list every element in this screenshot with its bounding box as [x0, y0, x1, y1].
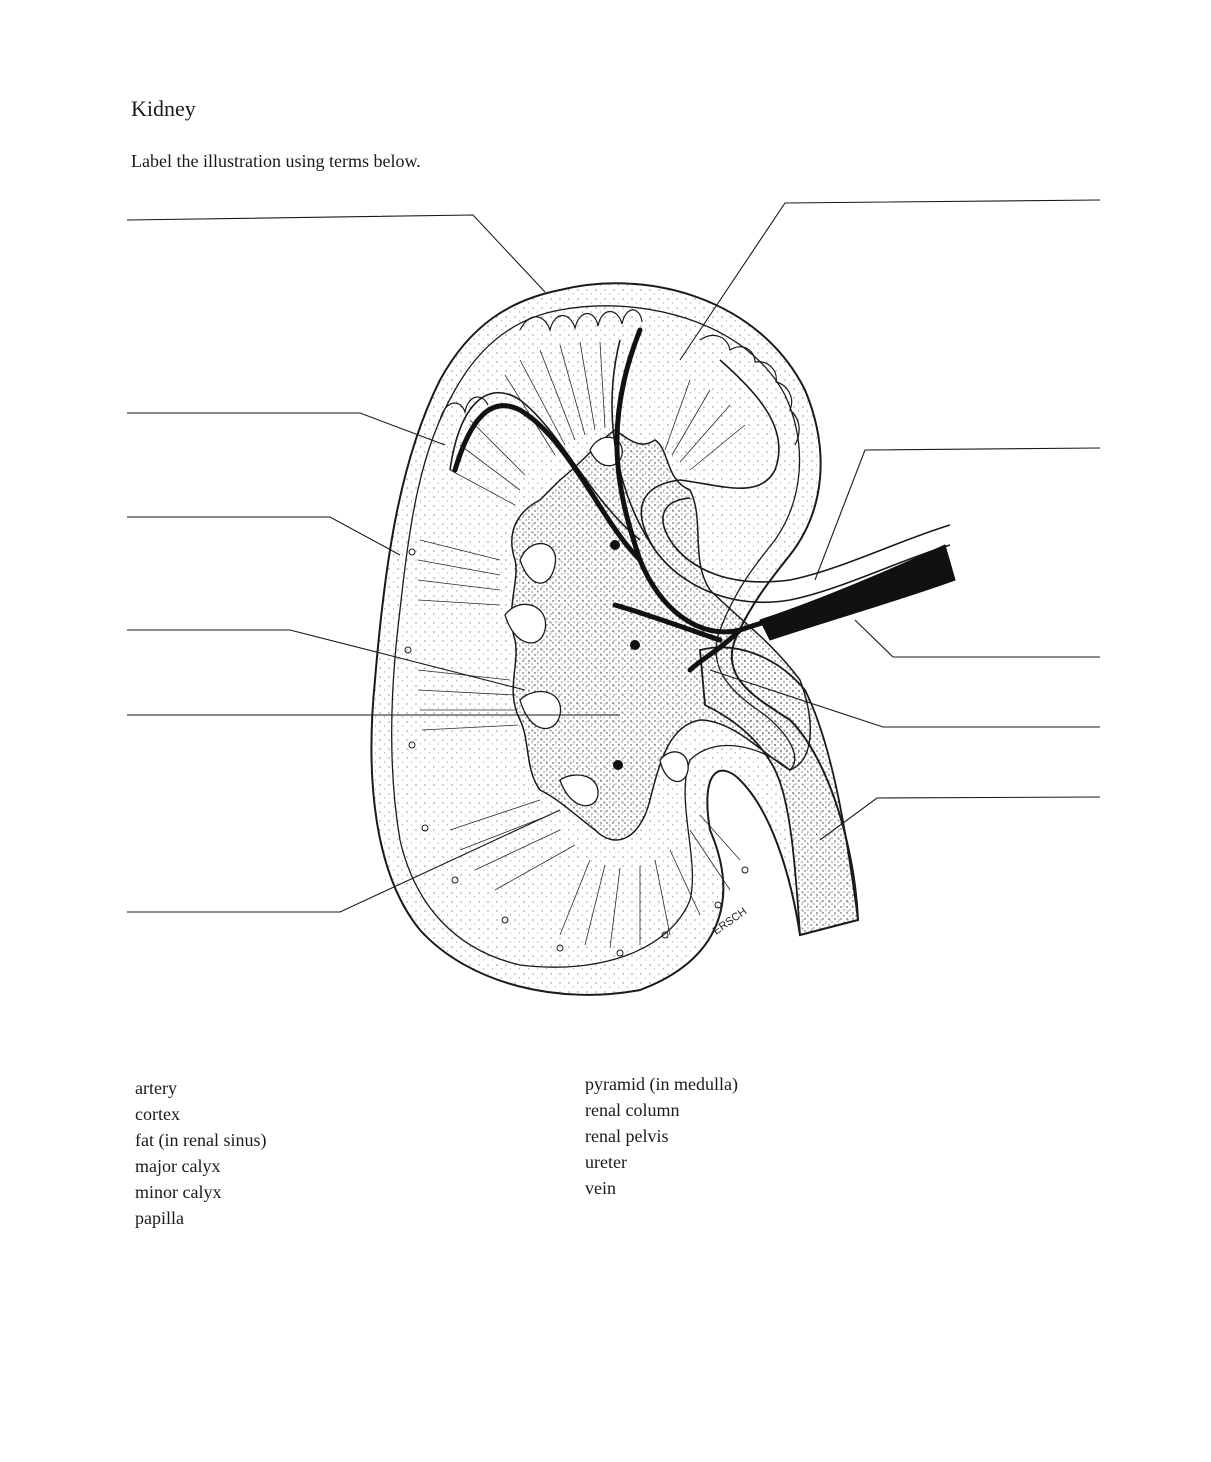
- renal-pelvis-ureter: [699, 646, 859, 937]
- term-item: major calyx: [135, 1156, 221, 1176]
- term-item: ureter: [585, 1152, 627, 1172]
- leader-line-left-6: [127, 809, 561, 913]
- term-item: renal pelvis: [585, 1126, 669, 1146]
- leader-line-left-1: [126, 214, 546, 293]
- leader-line-right-3: [854, 619, 1100, 658]
- term-item: cortex: [135, 1104, 180, 1124]
- term-item: papilla: [135, 1208, 184, 1228]
- arcuate-arches: [439, 309, 800, 446]
- term-list-right: pyramid (in medulla) renal column renal …: [585, 1071, 738, 1201]
- renal-vein-trunk: [759, 544, 956, 641]
- leader-line-right-1: [679, 199, 1101, 361]
- term-item: artery: [135, 1078, 177, 1098]
- term-item: fat (in renal sinus): [135, 1130, 267, 1150]
- label-leader-lines: [126, 199, 1101, 913]
- worksheet-title: Kidney: [131, 96, 196, 121]
- term-list-left: artery cortex fat (in renal sinus) major…: [135, 1075, 266, 1231]
- leader-line-left-2: [127, 412, 446, 446]
- leader-line-left-3: [127, 516, 401, 556]
- term-item: minor calyx: [135, 1182, 222, 1202]
- renal-sinus-calyces: [510, 429, 811, 841]
- leader-line-right-4: [709, 669, 1100, 728]
- term-item: vein: [585, 1178, 616, 1198]
- arteries: [449, 339, 951, 604]
- term-item: renal column: [585, 1100, 680, 1120]
- worksheet-instruction: Label the illustration using terms below…: [131, 151, 421, 171]
- leader-line-left-4: [127, 629, 526, 691]
- leader-line-right-5: [819, 796, 1101, 841]
- cortex-vessel-dots: [404, 548, 749, 957]
- sinus-vessel-dots: [610, 540, 640, 770]
- leader-line-right-2: [814, 447, 1101, 581]
- cortex-inner-boundary: [391, 305, 801, 968]
- term-item: pyramid (in medulla): [585, 1074, 738, 1094]
